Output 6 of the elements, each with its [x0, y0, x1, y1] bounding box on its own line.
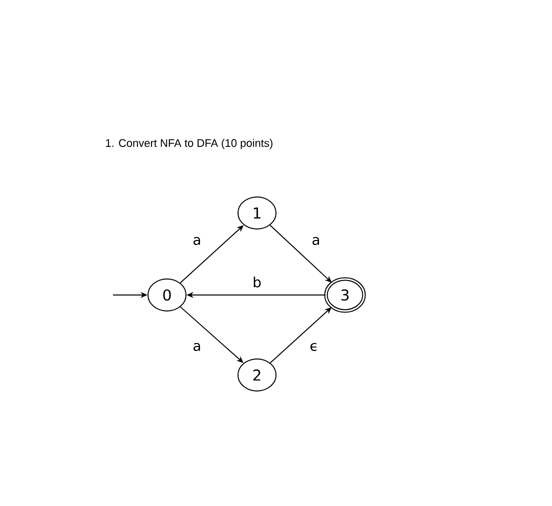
edge-label: b: [254, 276, 261, 288]
edge-label: ϵ: [310, 342, 316, 351]
edge-label: a: [312, 236, 320, 246]
edge-label: a: [194, 236, 200, 246]
edge-label: a: [194, 342, 200, 351]
title: 1. Convert NFA to DFA (10 points): [106, 138, 272, 150]
